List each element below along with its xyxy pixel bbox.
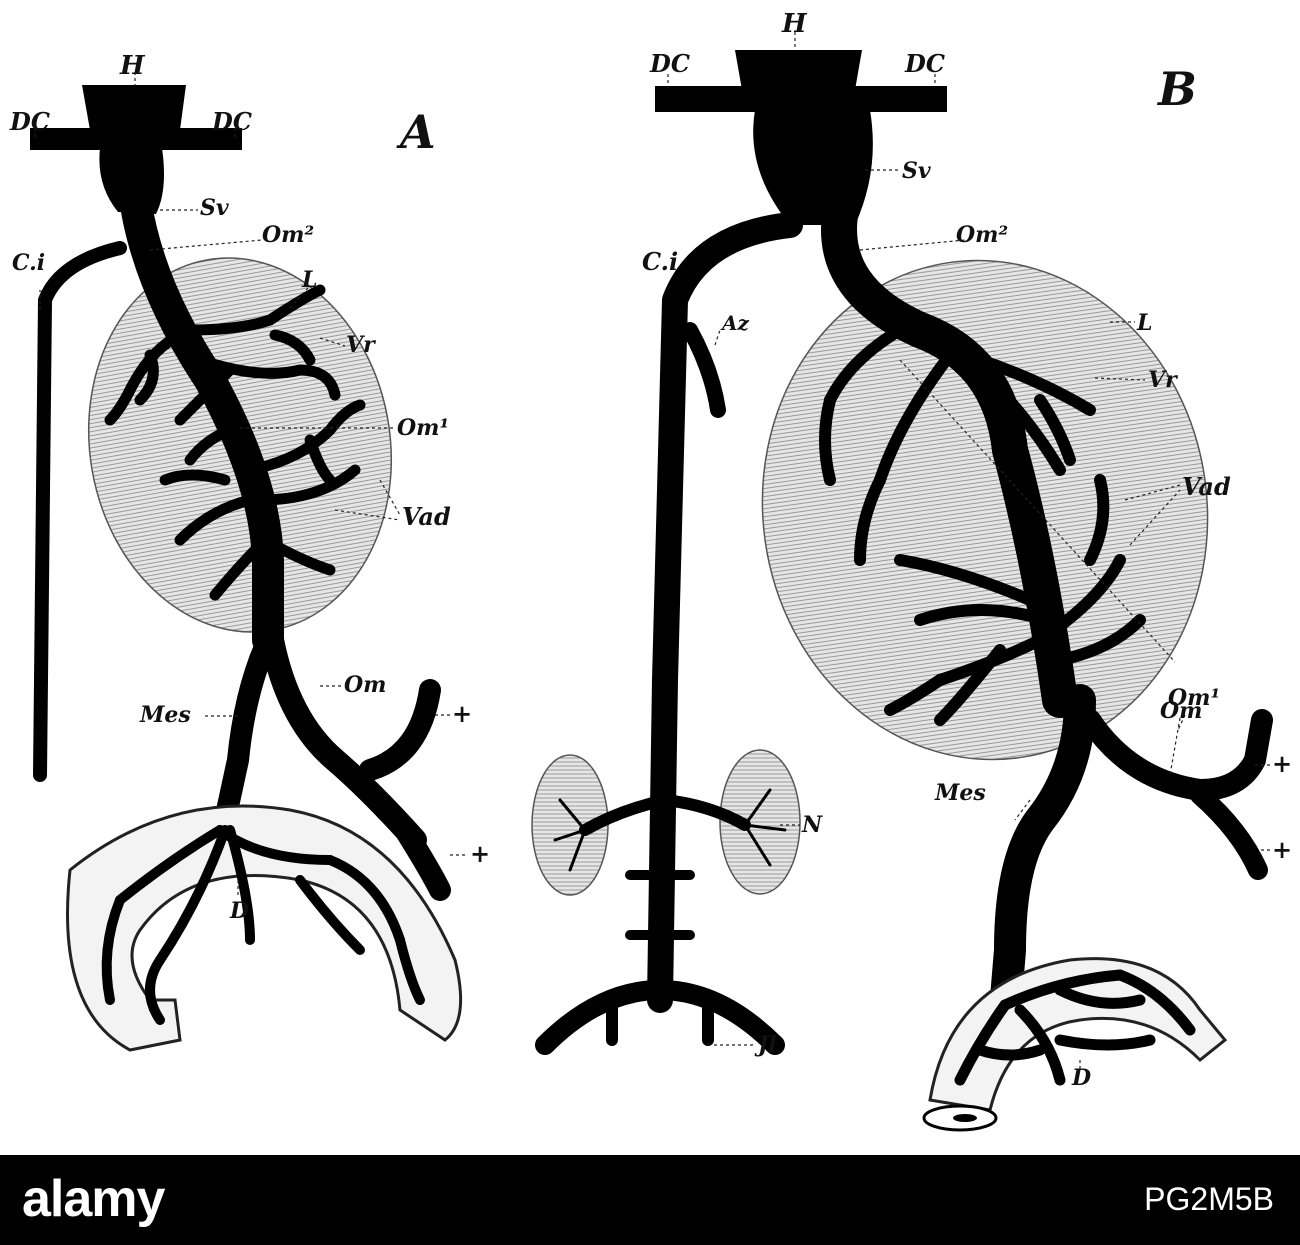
renal-branches — [553, 788, 787, 872]
image-code: PG2M5B — [1144, 1181, 1274, 1217]
label-b-dc-left: DC — [649, 49, 690, 78]
labels: A B H DC DC Sv Om² C.i L Vr Om¹ Vad Om M… — [9, 9, 1292, 1091]
label-b-om2: Om² — [956, 222, 1008, 248]
label-center-il: Jl — [754, 1032, 777, 1058]
label-a-l: L — [301, 267, 317, 293]
label-center-az: Az — [720, 311, 750, 335]
heart-a — [82, 85, 186, 130]
renal-vein-right — [659, 794, 751, 831]
label-a-cross2: + — [470, 839, 490, 868]
label-b-l: L — [1136, 310, 1152, 336]
liver-b — [761, 259, 1209, 761]
label-b-om: Om — [1160, 698, 1202, 724]
label-b-om1: Om¹ — [1168, 685, 1220, 711]
omphalomesenteric-vein-b — [1079, 709, 1273, 801]
lumbar-stubs — [625, 870, 695, 940]
label-a-h: H — [119, 51, 146, 81]
label-a-cross1: + — [452, 699, 472, 728]
vena-cava-inferior-center — [647, 212, 803, 1013]
label-center-ci: C.i — [642, 247, 678, 276]
kidney-left — [531, 754, 609, 896]
kidney-right — [719, 749, 801, 895]
label-a-dc-right: DC — [211, 107, 252, 136]
label-a-vr: Vr — [346, 332, 376, 358]
label-b-mes: Mes — [934, 780, 986, 806]
vein-diagram: A B H DC DC Sv Om² C.i L Vr Om¹ Vad Om M… — [9, 9, 1292, 1132]
label-a-om: Om — [344, 672, 386, 698]
label-a-d: D — [229, 898, 249, 924]
vad-branches-b — [854, 474, 1146, 726]
vitelline-branch-a2 — [394, 819, 451, 901]
label-b-sv: Sv — [902, 158, 931, 184]
label-b-vad: Vad — [1182, 472, 1231, 501]
duodenum-vessels-b — [954, 969, 1196, 1086]
mesenteric-vein-b — [989, 684, 1096, 1026]
panel-a — [30, 85, 463, 1052]
mesenteric-vein-a — [214, 629, 279, 831]
watermark-banner: alamy PG2M5B — [0, 1155, 1300, 1245]
panel-b — [655, 50, 1273, 1132]
sinus-venosus-b — [753, 110, 873, 225]
panel-label-b: B — [1156, 62, 1197, 116]
anatomical-figure: A B H DC DC Sv Om² C.i L Vr Om¹ Vad Om M… — [9, 9, 1293, 1132]
omphalomesenteric-trunk-a — [120, 189, 284, 656]
ductus-cuvieri-a — [30, 128, 242, 150]
panel-label-a: A — [396, 105, 436, 159]
label-center-n: N — [801, 812, 823, 838]
label-a-sv: Sv — [200, 195, 229, 221]
vr-branches-a — [104, 284, 341, 426]
vitelline-branch-b — [1190, 785, 1268, 880]
label-a-vad: Vad — [402, 502, 451, 531]
alamy-logo: alamy — [22, 1170, 165, 1228]
vitelline-branch-a1 — [359, 679, 441, 781]
label-a-om2: Om² — [262, 222, 314, 248]
label-a-mes: Mes — [139, 702, 191, 728]
vr-branches-b — [819, 324, 1096, 486]
omphalomesenteric-vein-a — [260, 628, 427, 852]
label-a-dc-left: DC — [9, 107, 50, 136]
iliac-veins — [535, 980, 785, 1055]
duodenum-vessels-a — [101, 825, 425, 1025]
label-b-vr: Vr — [1148, 367, 1178, 393]
leader-lines — [34, 32, 1270, 1070]
label-b-d: D — [1071, 1065, 1091, 1091]
label-b-h: H — [781, 9, 808, 39]
heart-b — [735, 50, 862, 90]
label-b-dc-right: DC — [904, 49, 945, 78]
label-b-cross1: + — [1272, 749, 1292, 778]
azygos-vein — [682, 322, 726, 418]
panel-center — [531, 212, 803, 1055]
renal-vein-left — [579, 794, 671, 836]
label-b-cross2: + — [1272, 835, 1292, 864]
label-a-ci: C.i — [12, 250, 45, 276]
label-a-om1: Om¹ — [397, 415, 449, 441]
vad-branches-a — [159, 399, 366, 601]
ductus-cuvieri-b — [655, 86, 947, 112]
vena-cava-a — [33, 241, 127, 782]
